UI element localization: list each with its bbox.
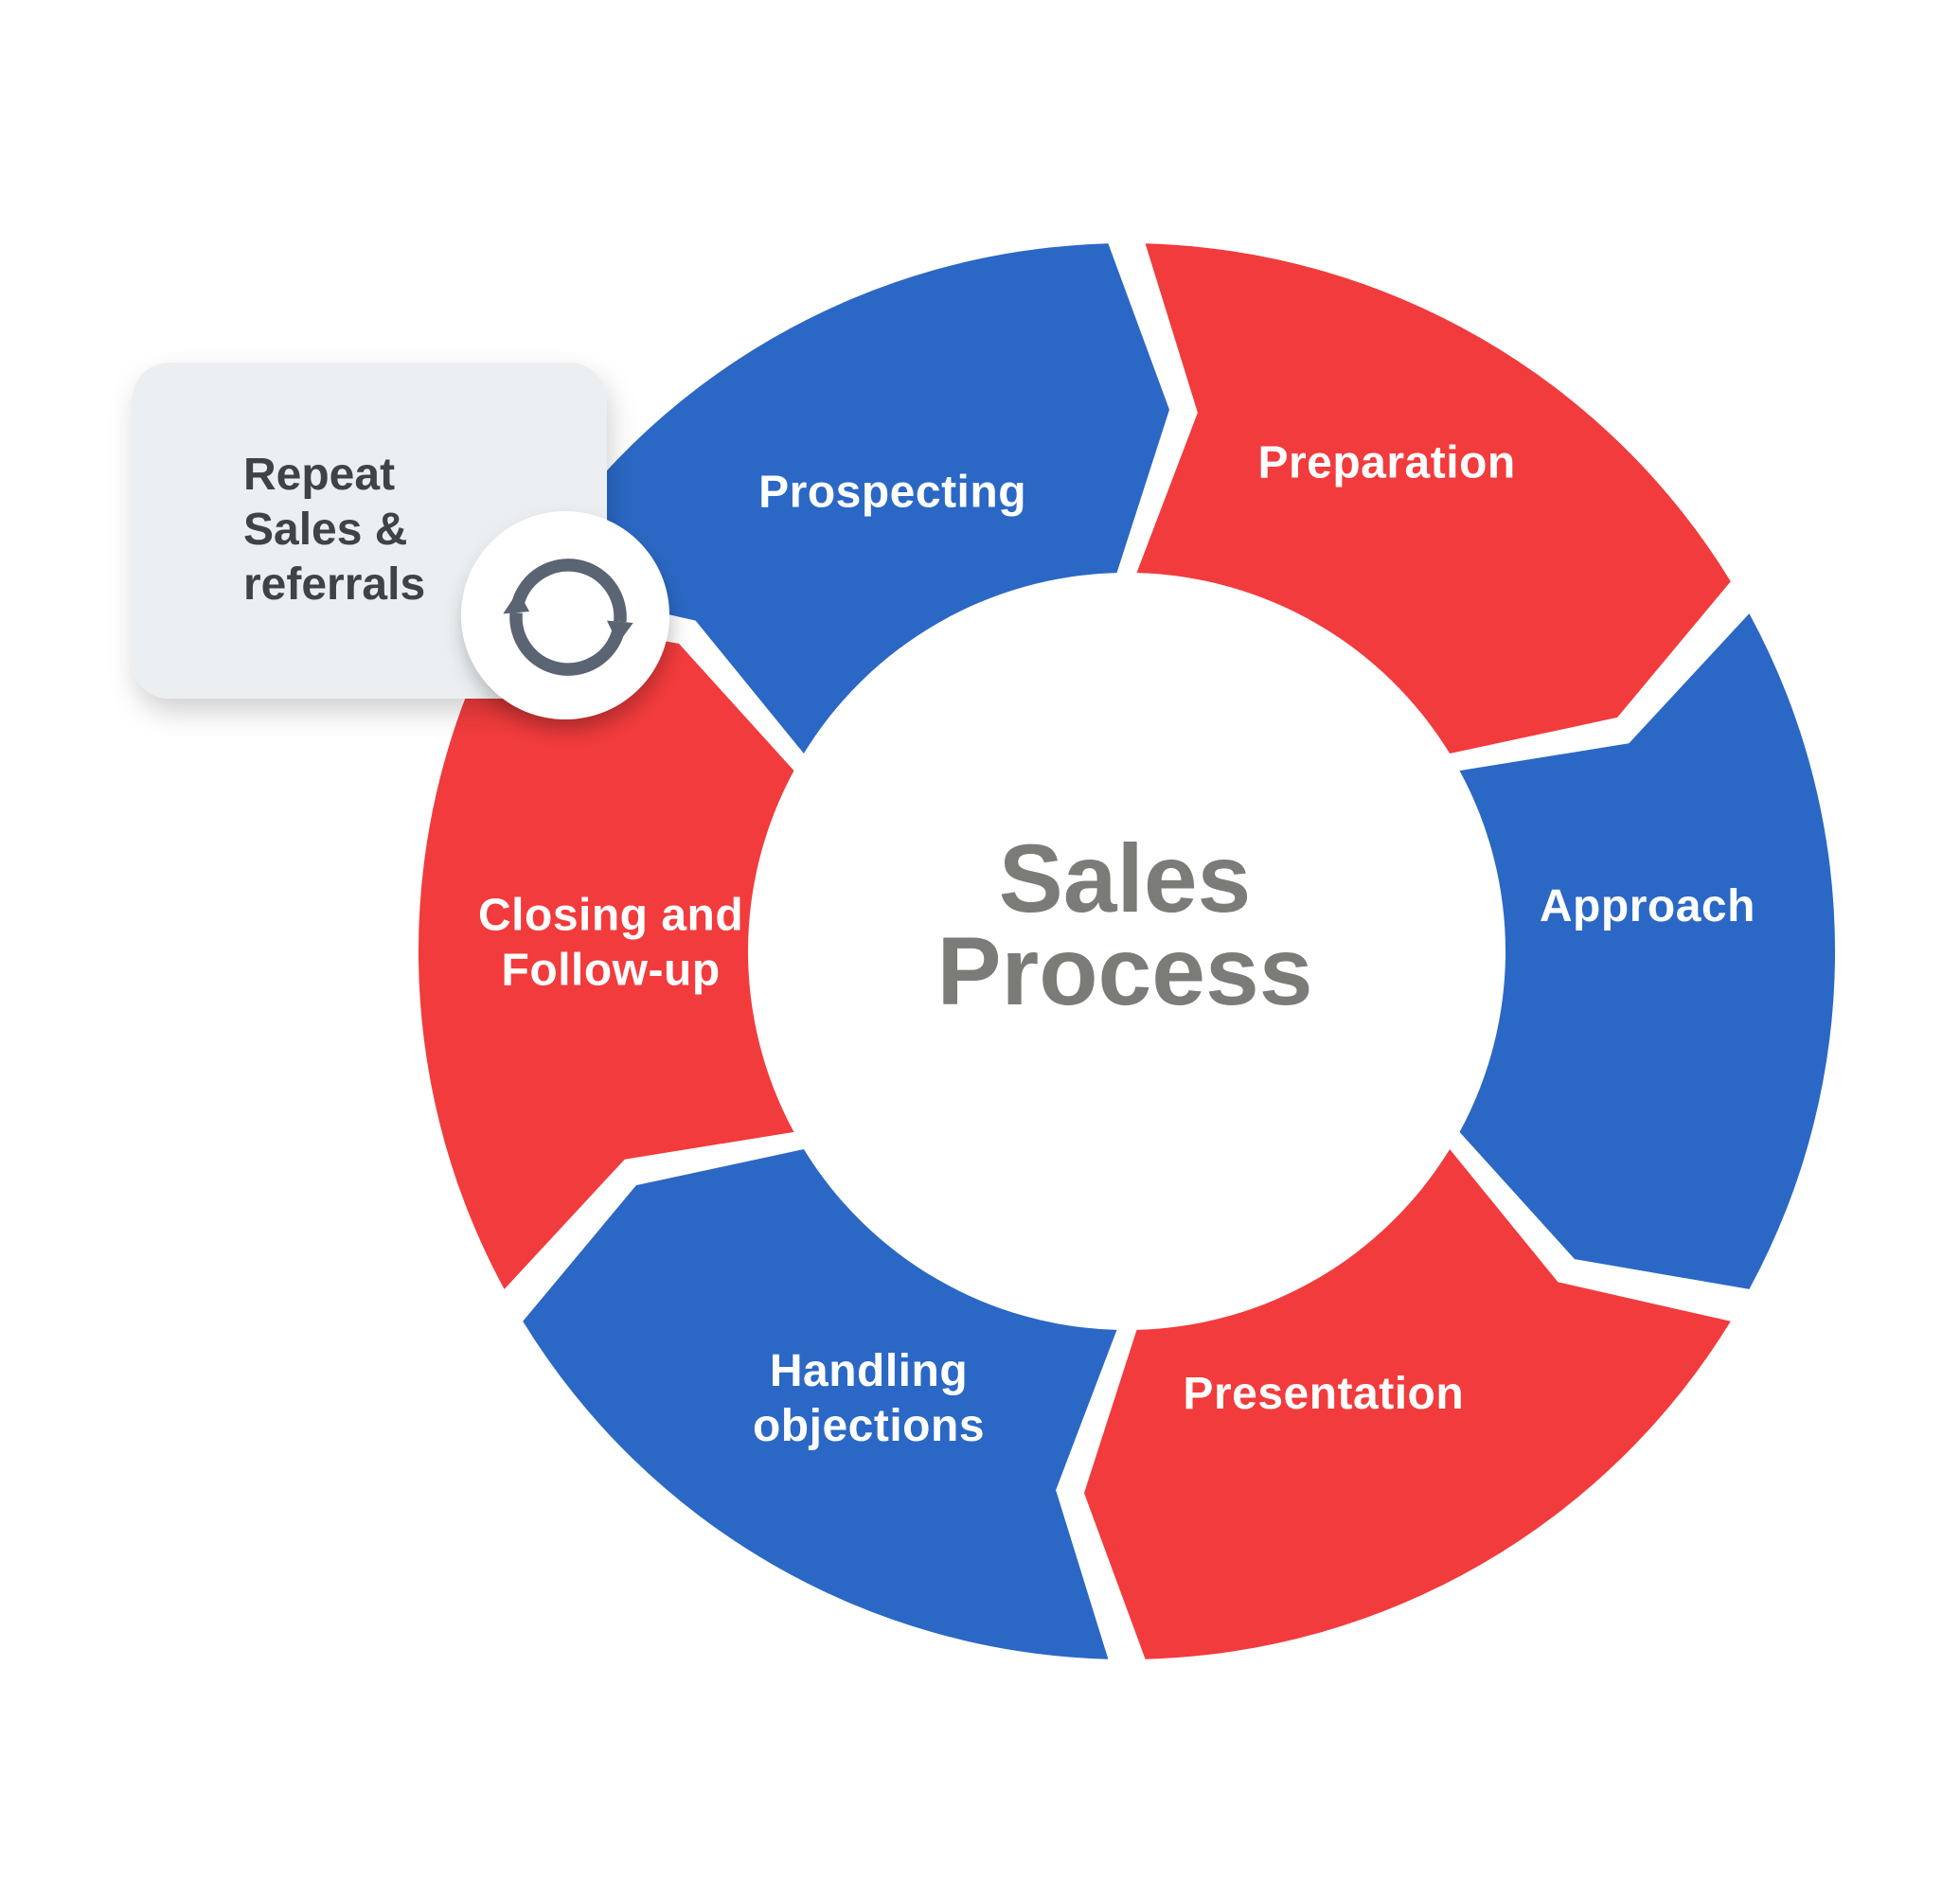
refresh-arc-bottom [509, 612, 625, 676]
segment-label-approach: Approach [1540, 881, 1755, 931]
segment-label-preparation: Preparation [1257, 438, 1515, 488]
segment-closing-follow-up [418, 613, 794, 1289]
refresh-arc-top [511, 559, 627, 623]
refresh-arrowhead-right [606, 620, 633, 644]
segment-label-presentation: Presentation [1183, 1369, 1464, 1419]
refresh-arrowhead-left [503, 591, 530, 614]
refresh-cycle-icon [503, 559, 633, 676]
repeat-badge [461, 511, 669, 719]
process-ring: Prospecting PreparationApproachPresentati… [418, 243, 1836, 1659]
segment-approach [1459, 613, 1836, 1289]
segment-presentation [1084, 1149, 1731, 1659]
segment-prospecting [523, 243, 1169, 754]
segment-preparation [1136, 243, 1731, 754]
segment-handling-objections [523, 1149, 1117, 1659]
segment-label-prospecting: Prospecting [758, 467, 1026, 517]
badge-circle [461, 511, 669, 719]
